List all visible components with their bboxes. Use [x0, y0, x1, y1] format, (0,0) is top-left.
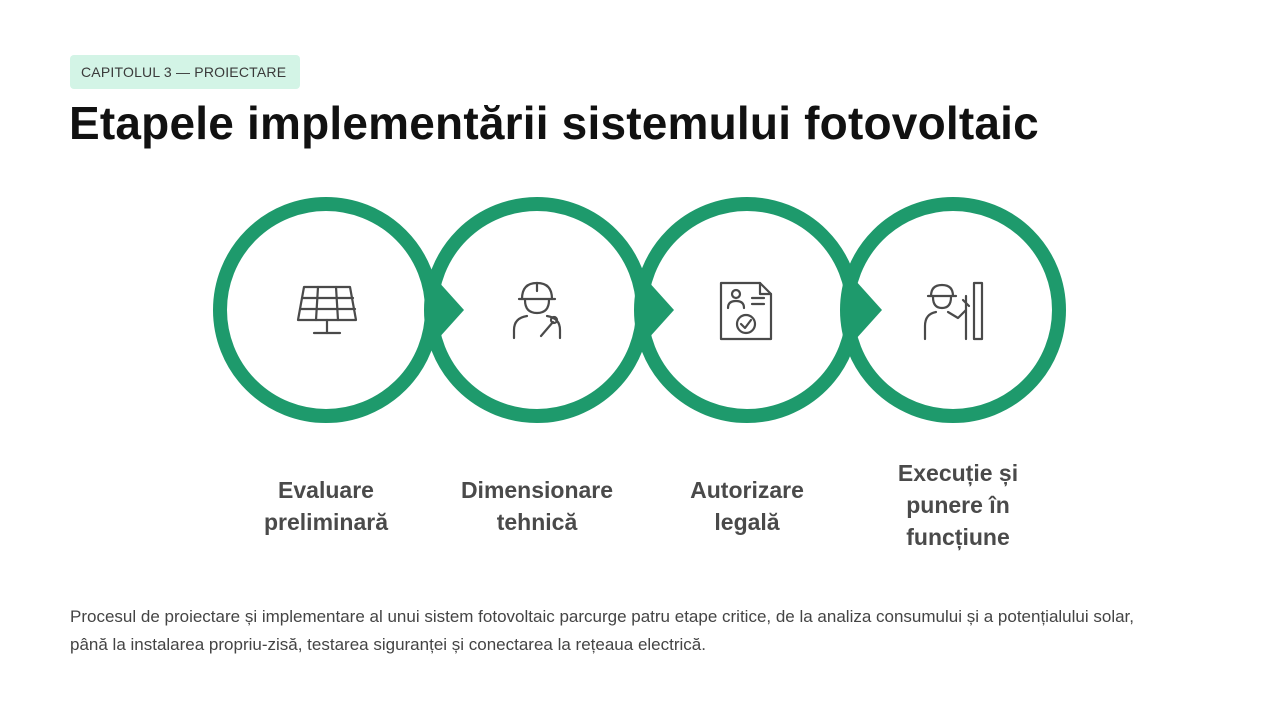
step-arrow-1 [428, 270, 464, 350]
step-label-1: Evaluare preliminară [264, 477, 388, 535]
step-label-4: Execuție și punere în funcțiune [897, 460, 1019, 550]
chapter-badge: CAPITOLUL 3 — PROIECTARE [70, 55, 301, 89]
step-arrow-2 [638, 270, 674, 350]
process-description: Procesul de proiectare și implementare a… [70, 607, 1135, 654]
step-label-3: Autorizare legală [690, 477, 804, 535]
step-label-2: Dimensionare tehnică [460, 477, 614, 535]
page-title: Etapele implementării sistemului fotovol… [69, 97, 1039, 149]
document-approved-icon [719, 281, 773, 341]
step-arrow-3 [846, 270, 882, 350]
chapter-label: CAPITOLUL 3 — PROIECTARE [81, 64, 287, 80]
process-diagram [213, 197, 1066, 423]
solar-panel-icon [296, 285, 358, 335]
engineer-wrench-icon [512, 281, 562, 340]
worker-installation-icon [923, 281, 984, 341]
